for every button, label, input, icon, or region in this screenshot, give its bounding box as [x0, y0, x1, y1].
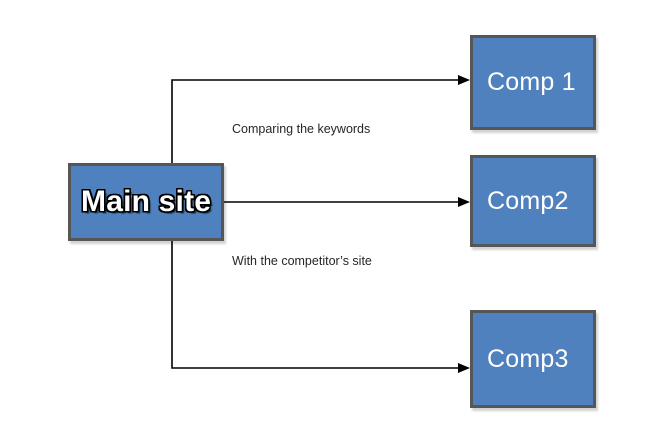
edge-label-competitor-site: With the competitor’s site: [232, 254, 372, 268]
arrow-right-icon-comp1: [458, 75, 470, 85]
node-comp-2-label: Comp2: [487, 186, 569, 215]
node-comp-1-label: Comp 1: [487, 68, 576, 96]
edge-label-comparing-keywords: Comparing the keywords: [232, 122, 371, 136]
node-comp-2[interactable]: Comp2: [470, 155, 596, 247]
node-comp-1[interactable]: Comp 1: [470, 35, 596, 130]
node-main-site-label: Main site: [81, 185, 212, 218]
node-main-site[interactable]: Main site: [68, 163, 224, 241]
node-comp-3[interactable]: Comp3: [470, 310, 596, 408]
arrow-right-icon-comp2: [458, 197, 470, 207]
node-comp-3-label: Comp3: [487, 344, 569, 373]
arrow-right-icon-comp3: [458, 363, 470, 373]
